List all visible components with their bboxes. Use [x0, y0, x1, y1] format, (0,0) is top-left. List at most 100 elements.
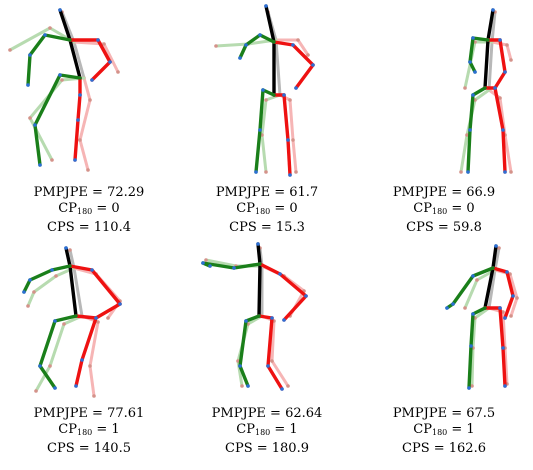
joint-marker	[68, 248, 72, 252]
left-arm-bone	[244, 33, 262, 47]
left-leg-bone	[466, 128, 472, 174]
right-leg-bone	[78, 98, 92, 142]
left-leg-bone	[38, 319, 57, 368]
left-arm-bone	[32, 274, 58, 294]
right-arm-bone	[291, 43, 315, 67]
joint-marker	[493, 86, 497, 90]
spine-bone	[274, 38, 282, 97]
joint-marker	[497, 246, 501, 250]
left-leg-bone	[28, 116, 54, 162]
joint-marker	[288, 173, 292, 177]
joint-marker	[232, 266, 236, 270]
joint-marker	[261, 88, 265, 92]
joint-marker	[204, 258, 208, 262]
left-leg-bone	[468, 93, 475, 132]
joint-marker	[38, 163, 42, 167]
panel-6: PMPJPE = 67.5 CP180 = 1 CPS = 162.6	[355, 236, 533, 470]
left-leg-bone	[467, 344, 473, 390]
joint-marker	[505, 43, 509, 47]
joint-marker	[50, 268, 54, 272]
skeleton-plot	[22, 246, 122, 398]
joint-marker	[264, 4, 268, 8]
left-leg-bone	[260, 98, 268, 137]
cp-label: CP	[236, 422, 255, 437]
joint-marker	[26, 304, 30, 308]
joint-marker	[498, 38, 502, 42]
joint-marker	[282, 93, 286, 97]
joint-marker	[311, 63, 315, 67]
joint-marker	[509, 170, 513, 174]
joint-marker	[463, 86, 467, 90]
joint-marker	[240, 384, 244, 388]
joint-marker	[509, 314, 513, 318]
right-leg-bone	[266, 364, 284, 391]
cp-line: CP180 = 0	[178, 201, 356, 220]
joint-marker	[53, 386, 57, 390]
left-leg-bone	[258, 88, 265, 132]
joint-marker	[256, 242, 260, 246]
joint-marker	[50, 158, 54, 162]
left-arm-bone	[204, 258, 238, 268]
joint-marker	[26, 83, 30, 87]
left-leg-bone	[34, 364, 52, 393]
joint-marker	[38, 364, 42, 368]
panel-5: PMPJPE = 62.64 CP180 = 1 CPS = 180.9	[178, 236, 356, 470]
cp-value: = 0	[270, 201, 298, 216]
left-leg-bone	[238, 319, 248, 368]
left-arm-bone	[463, 278, 479, 310]
cps-text: CPS = 59.8	[406, 220, 482, 235]
right-arm-bone	[96, 38, 112, 64]
joint-marker	[43, 33, 47, 37]
left-leg-bone	[471, 316, 477, 350]
joint-marker	[291, 43, 295, 47]
spine-bone	[486, 8, 495, 42]
left-leg-bone	[260, 133, 268, 174]
ground-truth-skeleton	[8, 10, 120, 172]
joint-marker	[78, 93, 82, 97]
left-arm-bone	[28, 33, 47, 57]
skeleton-plot	[445, 244, 519, 390]
pmpjpe-text: PMPJPE = 77.61	[33, 406, 145, 421]
joint-marker	[471, 93, 475, 97]
left-arm-bone	[28, 268, 54, 282]
right-arm-bone	[296, 38, 310, 57]
left-arm-bone	[468, 60, 477, 74]
joint-marker	[54, 274, 58, 278]
ground-truth-skeleton	[463, 246, 519, 388]
left-arm-bone	[43, 33, 72, 42]
skeleton-plot	[214, 4, 315, 177]
left-arm-bone	[26, 290, 36, 308]
left-leg-bone	[53, 314, 78, 323]
right-arm-bone	[102, 42, 120, 74]
cp-label: CP	[413, 201, 432, 216]
right-arm-bone	[282, 294, 308, 322]
cp-subscript: 180	[76, 207, 93, 216]
joint-marker	[28, 116, 32, 120]
right-arm-bone	[278, 272, 308, 298]
left-leg-bone	[238, 364, 250, 388]
skeleton-plot	[8, 8, 120, 172]
joint-marker	[511, 294, 515, 298]
joint-marker	[214, 44, 218, 48]
right-leg-bone	[503, 346, 509, 386]
cps-text: CPS = 15.3	[229, 220, 305, 235]
metrics-caption: PMPJPE = 77.61 CP180 = 1 CPS = 140.5	[0, 406, 178, 457]
left-arm-bone	[214, 42, 250, 48]
joint-marker	[306, 53, 310, 57]
joint-marker	[48, 26, 52, 30]
metrics-caption: PMPJPE = 62.64 CP180 = 1 CPS = 180.9	[178, 406, 356, 457]
right-arm-bone	[272, 40, 295, 47]
left-leg-bone	[471, 306, 487, 316]
joint-marker	[304, 294, 308, 298]
right-arm-bone	[258, 262, 282, 276]
left-leg-bone	[261, 88, 276, 97]
pmpjpe-text: PMPJPE = 72.29	[33, 185, 145, 200]
spine-bone	[483, 38, 490, 90]
cp-line: CP180 = 0	[0, 201, 178, 220]
spine-bone	[491, 244, 498, 270]
left-leg-bone	[470, 346, 475, 388]
joint-marker	[88, 364, 92, 368]
cps-text: CPS = 180.9	[225, 441, 309, 456]
joint-marker	[270, 316, 274, 320]
cp-subscript: 180	[431, 428, 448, 437]
